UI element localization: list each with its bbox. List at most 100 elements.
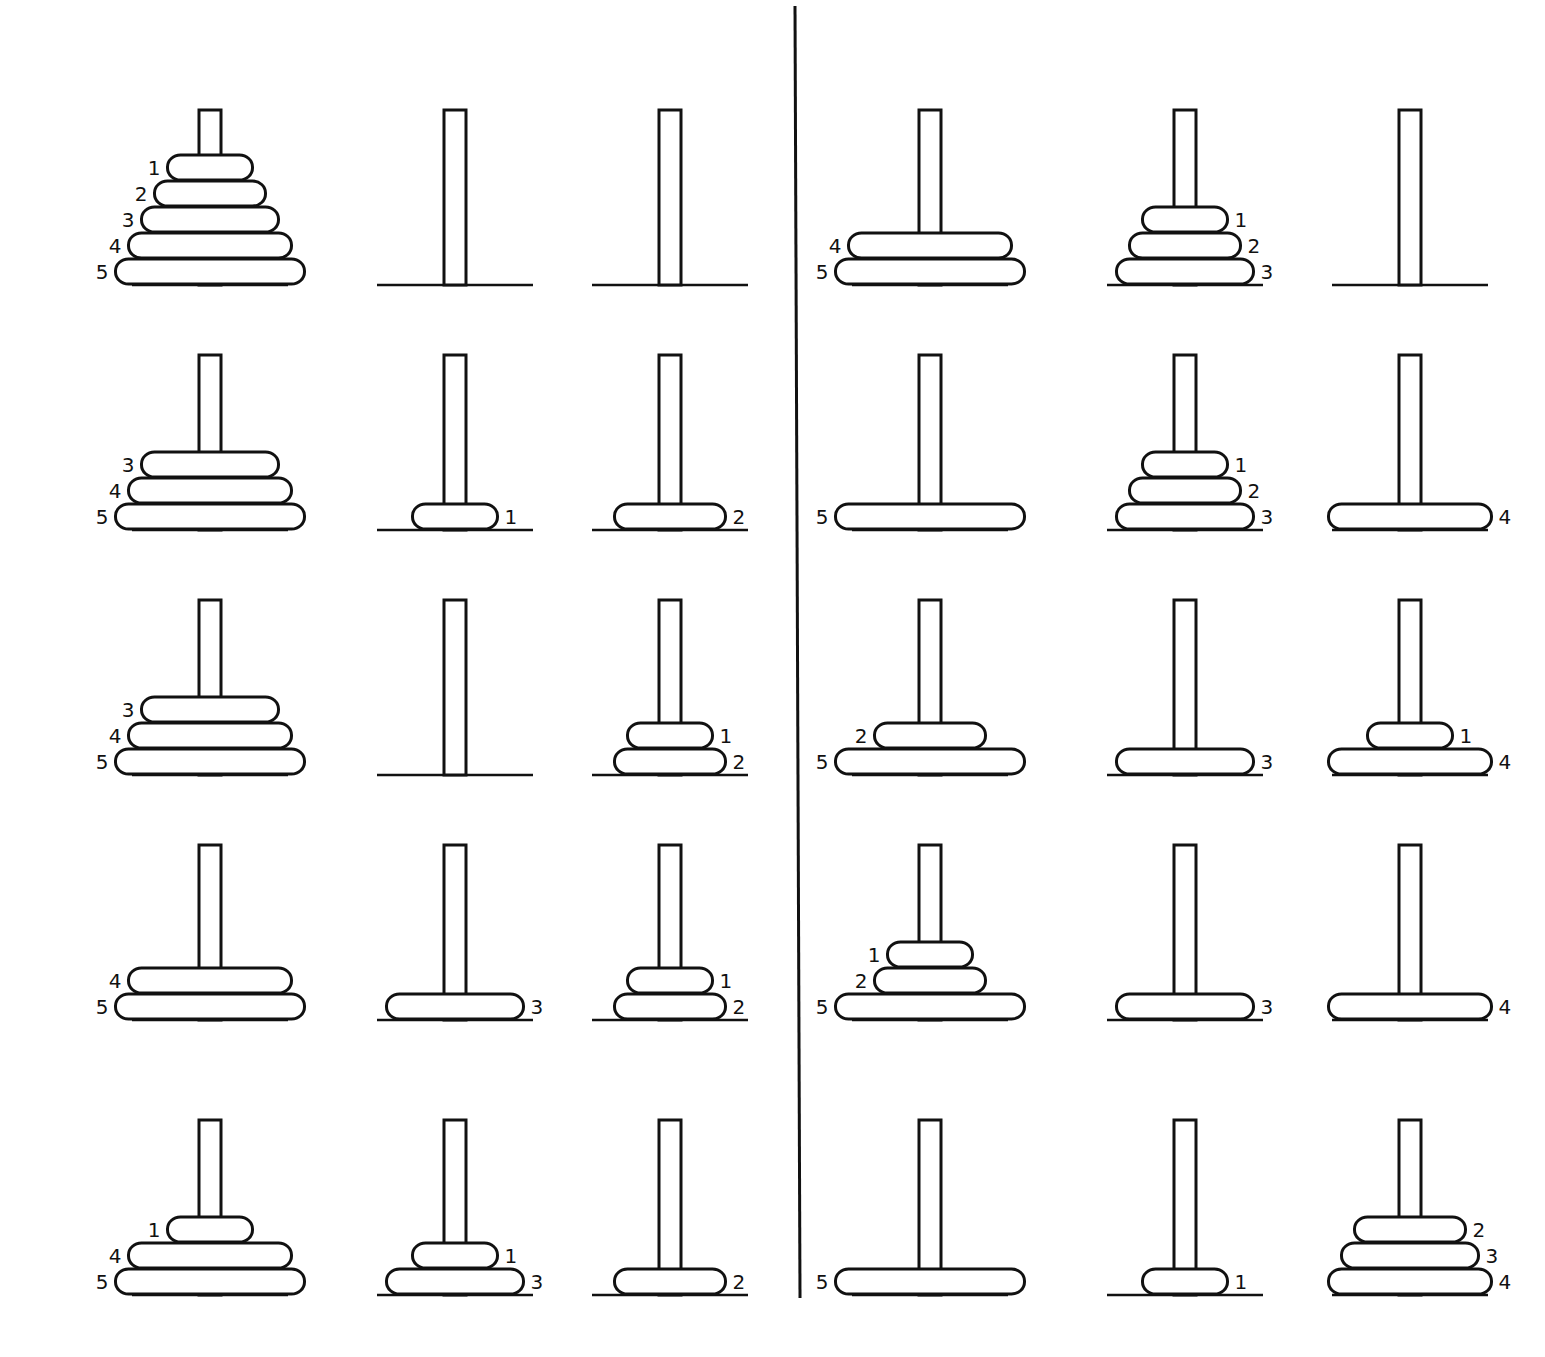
disk [116, 1269, 305, 1294]
disk [129, 723, 292, 748]
peg [659, 110, 681, 285]
disk [888, 942, 973, 967]
disk-number: 5 [94, 505, 111, 529]
disk [1117, 994, 1254, 1019]
disk [1143, 207, 1228, 232]
disk-number: 2 [853, 969, 870, 993]
disk-number: 1 [503, 505, 520, 529]
disk [116, 259, 305, 284]
disk [129, 1243, 292, 1268]
disk-number: 4 [107, 969, 124, 993]
disk-number: 2 [731, 750, 748, 774]
disk-number: 2 [731, 505, 748, 529]
disk-number: 3 [1259, 260, 1276, 284]
disk-number: 5 [814, 995, 831, 1019]
disk [168, 1217, 253, 1242]
disk-number: 5 [814, 750, 831, 774]
disk-number: 5 [94, 750, 111, 774]
disk [836, 1269, 1025, 1294]
disk-number: 5 [814, 260, 831, 284]
disk [615, 504, 726, 529]
disk-number: 2 [731, 995, 748, 1019]
disk [1368, 723, 1453, 748]
disk [836, 749, 1025, 774]
disk-number: 3 [120, 698, 137, 722]
disk-number: 4 [1497, 995, 1514, 1019]
disk [142, 452, 279, 477]
disk [836, 504, 1025, 529]
disk-number: 4 [107, 1244, 124, 1268]
disk-number: 3 [1259, 995, 1276, 1019]
disk-number: 1 [1233, 208, 1250, 232]
disk-number: 1 [866, 943, 883, 967]
divider-line [795, 6, 800, 1298]
disk [615, 1269, 726, 1294]
disk [836, 994, 1025, 1019]
disk-number: 5 [94, 995, 111, 1019]
disk [116, 504, 305, 529]
disk-number: 4 [1497, 505, 1514, 529]
disk [1117, 504, 1254, 529]
disk-number: 2 [1246, 479, 1263, 503]
disk [628, 968, 713, 993]
peg [444, 110, 466, 285]
disk-number: 1 [503, 1244, 520, 1268]
disk-number: 2 [1471, 1218, 1488, 1242]
disk-number: 4 [107, 724, 124, 748]
disk-number: 5 [814, 1270, 831, 1294]
disk-number: 3 [529, 1270, 546, 1294]
disk-number: 5 [94, 1270, 111, 1294]
disk-number: 1 [1458, 724, 1475, 748]
disk-number: 3 [1259, 505, 1276, 529]
disk-number: 3 [529, 995, 546, 1019]
peg [444, 600, 466, 775]
disk-number: 4 [1497, 1270, 1514, 1294]
disk-number: 4 [1497, 750, 1514, 774]
disk-number: 3 [1259, 750, 1276, 774]
disk [875, 723, 986, 748]
disk-number: 1 [718, 724, 735, 748]
disk [1143, 1269, 1228, 1294]
disk [1329, 749, 1492, 774]
disk [116, 994, 305, 1019]
disk [413, 1243, 498, 1268]
disk [1117, 749, 1254, 774]
disk [1130, 233, 1241, 258]
disk-number: 1 [718, 969, 735, 993]
disk [1130, 478, 1241, 503]
peg [1399, 110, 1421, 285]
disk [849, 233, 1012, 258]
disk-number: 2 [853, 724, 870, 748]
disk [615, 749, 726, 774]
disk [1117, 259, 1254, 284]
disk [836, 259, 1025, 284]
disk [155, 181, 266, 206]
disk [628, 723, 713, 748]
disk [129, 233, 292, 258]
disk-number: 1 [146, 156, 163, 180]
disk-number: 4 [107, 479, 124, 503]
disk [116, 749, 305, 774]
disk [142, 697, 279, 722]
disk-number: 5 [94, 260, 111, 284]
disk [615, 994, 726, 1019]
disk-number: 1 [1233, 453, 1250, 477]
disk [1143, 452, 1228, 477]
disk-number: 2 [133, 182, 150, 206]
disk [129, 968, 292, 993]
disk [1342, 1243, 1479, 1268]
disk-number: 2 [731, 1270, 748, 1294]
disk [129, 478, 292, 503]
disk-number: 3 [120, 208, 137, 232]
disk-number: 1 [146, 1218, 163, 1242]
disk-number: 2 [1246, 234, 1263, 258]
disk [387, 1269, 524, 1294]
disk [875, 968, 986, 993]
disk [1329, 1269, 1492, 1294]
disk [1329, 994, 1492, 1019]
disk-number: 4 [107, 234, 124, 258]
disk-number: 5 [814, 505, 831, 529]
disk-number: 3 [1484, 1244, 1501, 1268]
